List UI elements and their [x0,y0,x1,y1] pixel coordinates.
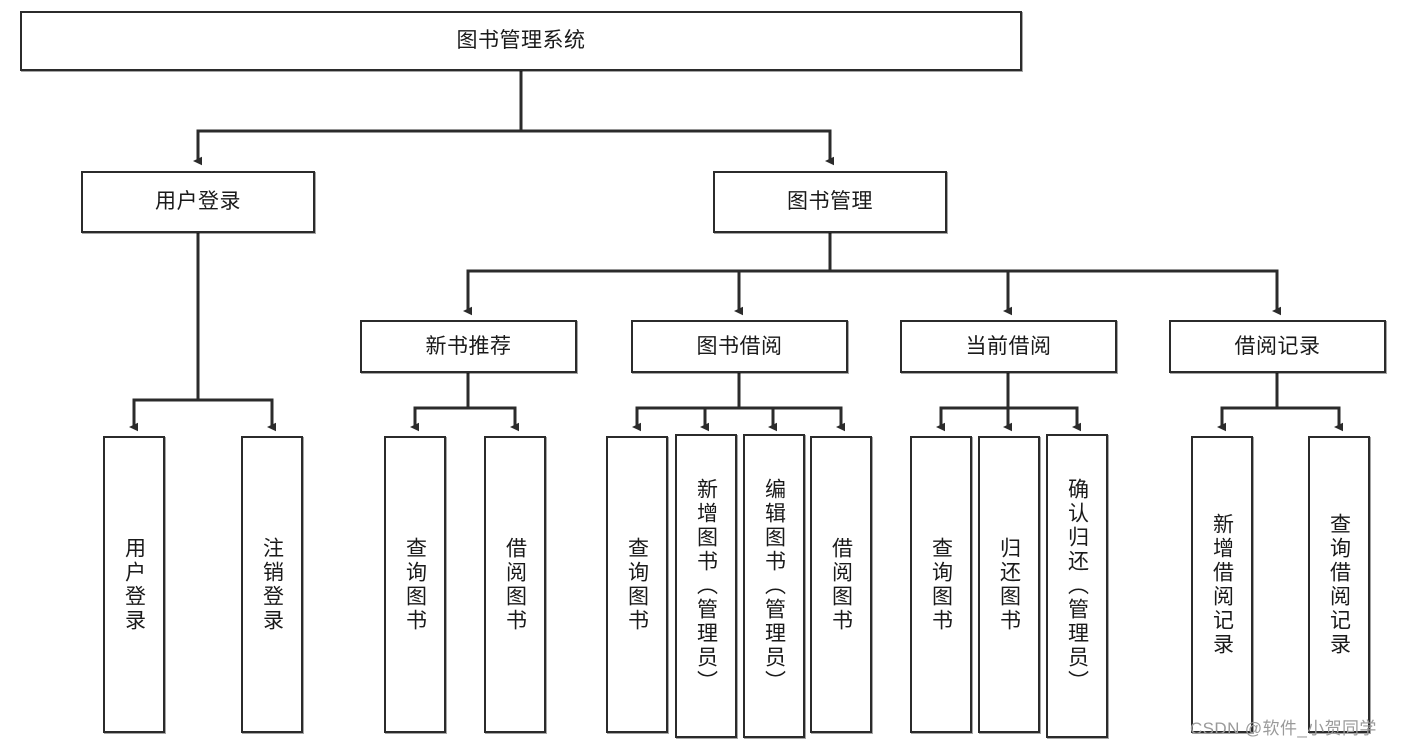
leaf-user-login-login[interactable]: 用户登录 [103,436,165,733]
leaf-borrow-borrow-book[interactable]: 借阅图书 [810,436,872,733]
leaf-borrow-query-book-label: 查询图书 [625,536,649,633]
node-book-management[interactable]: 图书管理 [713,171,947,233]
node-user-login-label: 用户登录 [155,190,241,214]
leaf-user-login-logout-label: 注销登录 [260,536,284,633]
leaf-borrow-borrow-book-label: 借阅图书 [829,536,853,633]
node-book-borrow-label: 图书借阅 [696,334,783,358]
leaf-user-login-login-label: 用户登录 [122,536,146,633]
leaf-borrow-edit-book-admin-label: 编辑图书（管理员） [762,478,786,694]
node-borrow-record[interactable]: 借阅记录 [1169,320,1386,373]
leaf-record-query[interactable]: 查询借阅记录 [1308,436,1370,733]
node-current-borrow[interactable]: 当前借阅 [900,320,1117,373]
leaf-new-book-borrow-label: 借阅图书 [503,536,527,633]
leaf-borrow-add-book-admin-label: 新增图书（管理员） [694,478,718,694]
leaf-record-add[interactable]: 新增借阅记录 [1191,436,1253,733]
leaf-new-book-borrow[interactable]: 借阅图书 [484,436,546,733]
leaf-current-return-book-label: 归还图书 [997,536,1021,633]
node-user-login[interactable]: 用户登录 [81,171,315,233]
watermark: CSDN @软件_小贺同学 [1190,719,1377,738]
leaf-record-query-label: 查询借阅记录 [1327,512,1351,657]
leaf-record-add-label: 新增借阅记录 [1210,512,1234,657]
leaf-borrow-add-book-admin[interactable]: 新增图书（管理员） [675,434,737,738]
node-borrow-record-label: 借阅记录 [1234,334,1321,358]
leaf-current-confirm-return-admin[interactable]: 确认归还（管理员） [1046,434,1108,738]
node-new-book-recommend[interactable]: 新书推荐 [360,320,577,373]
node-current-borrow-label: 当前借阅 [965,334,1052,358]
leaf-current-query-book-label: 查询图书 [929,536,953,633]
leaf-user-login-logout[interactable]: 注销登录 [241,436,303,733]
leaf-borrow-query-book[interactable]: 查询图书 [606,436,668,733]
leaf-new-book-query[interactable]: 查询图书 [384,436,446,733]
leaf-current-return-book[interactable]: 归还图书 [978,436,1040,733]
leaf-current-confirm-return-admin-label: 确认归还（管理员） [1065,478,1089,694]
leaf-new-book-query-label: 查询图书 [403,536,427,633]
leaf-current-query-book[interactable]: 查询图书 [910,436,972,733]
node-book-borrow[interactable]: 图书借阅 [631,320,848,373]
node-root[interactable]: 图书管理系统 [20,11,1022,71]
node-root-label: 图书管理系统 [456,29,586,53]
node-book-management-label: 图书管理 [787,190,873,214]
leaf-borrow-edit-book-admin[interactable]: 编辑图书（管理员） [743,434,805,738]
node-new-book-recommend-label: 新书推荐 [425,334,512,358]
